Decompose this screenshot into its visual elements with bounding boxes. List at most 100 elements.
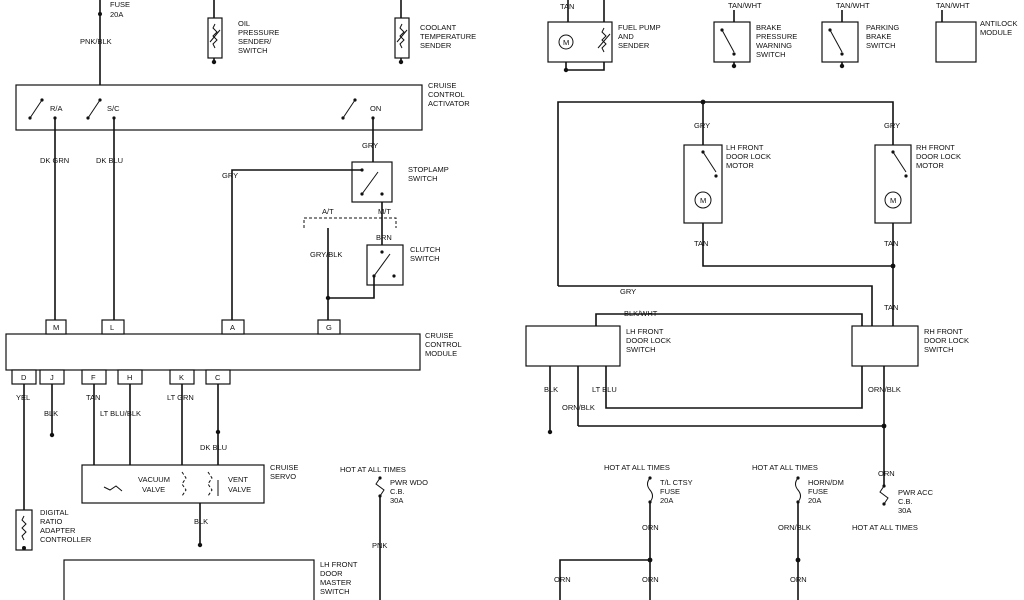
clutch-switch: CLUTCH SWITCH bbox=[366, 244, 440, 286]
stoplamp-label-2: SWITCH bbox=[408, 174, 438, 183]
servo-label-1: CRUISE bbox=[270, 463, 298, 472]
wire-label-tan-lh: TAN bbox=[694, 239, 708, 248]
lh-switch-label-3: SWITCH bbox=[626, 345, 656, 354]
fuel-pump-motor-symbol: M bbox=[563, 38, 569, 47]
cruise-control-activator: R/A S/C ON CRUISE CONTROL ACTIVATOR bbox=[15, 81, 470, 131]
master-label-3: MASTER bbox=[320, 578, 352, 587]
fp-label-3: SENDER bbox=[618, 41, 650, 50]
clutch-label-1: CLUTCH bbox=[410, 245, 440, 254]
wire-label-gry-rh: GRY bbox=[884, 121, 900, 130]
wire-label-gry-bus: GRY bbox=[620, 287, 636, 296]
activator-label-2: CONTROL bbox=[428, 90, 465, 99]
wire-label-orn-horn: ORN bbox=[790, 575, 807, 584]
pb-label-1: PARKING bbox=[866, 23, 899, 32]
rh-motor-label-2: DOOR LOCK bbox=[916, 152, 961, 161]
activator-label-1: CRUISE bbox=[428, 81, 456, 90]
tl-ctsy-label: T/L CTSY bbox=[660, 478, 693, 487]
pin-f: F bbox=[91, 373, 96, 382]
wire-label-lt-grn: LT GRN bbox=[167, 393, 194, 402]
pb-label-3: SWITCH bbox=[866, 41, 896, 50]
lh-door-lock-switch: LH FRONT DOOR LOCK SWITCH bbox=[525, 325, 671, 367]
rh-door-lock-switch: RH FRONT DOOR LOCK SWITCH bbox=[851, 325, 969, 367]
coolant-temp-sender: COOLANT TEMPERATURE SENDER bbox=[394, 0, 476, 65]
hot-label-1: HOT AT ALL TIMES bbox=[340, 465, 406, 474]
bp-label-3: WARNING bbox=[756, 41, 792, 50]
pin-g: G bbox=[326, 323, 332, 332]
drac-label-4: CONTROLLER bbox=[40, 535, 92, 544]
module-label-2: CONTROL bbox=[425, 340, 462, 349]
module-label-1: CRUISE bbox=[425, 331, 453, 340]
wire-label-blk-1: BLK bbox=[44, 409, 58, 418]
vent-label-1: VENT bbox=[228, 475, 248, 484]
pwr-acc-circuit-breaker: PWR ACC C.B. 30A HOT AT ALL TIMES bbox=[852, 484, 934, 532]
wire-label-pnk-blk: PNK/BLK bbox=[80, 37, 112, 46]
coolant-label-3: SENDER bbox=[420, 41, 452, 50]
stoplamp-switch: STOPLAMP SWITCH bbox=[351, 161, 449, 203]
pin-j: J bbox=[50, 373, 54, 382]
pwr-wdo-circuit-breaker: HOT AT ALL TIMES PWR WDO C.B. 30A bbox=[340, 465, 428, 505]
lh-motor-label-2: DOOR LOCK bbox=[726, 152, 771, 161]
pin-l: L bbox=[110, 323, 114, 332]
fp-label-1: FUEL PUMP bbox=[618, 23, 661, 32]
tl-ctsy-rating: 20A bbox=[660, 496, 673, 505]
wire-label-pnk: PNK bbox=[372, 541, 387, 550]
vent-label-2: VALVE bbox=[228, 485, 251, 494]
oil-label-1: OIL bbox=[238, 19, 250, 28]
lh-motor-symbol: M bbox=[700, 196, 706, 205]
label-at: A/T bbox=[322, 207, 334, 216]
wire-label-blk-wht: BLK/WHT bbox=[624, 309, 658, 318]
wire-label-tan-wht-1: TAN/WHT bbox=[728, 1, 762, 10]
activator-sc: S/C bbox=[107, 104, 120, 113]
lh-switch-label-1: LH FRONT bbox=[626, 327, 664, 336]
antilock-module: TAN/WHT ANTILOCK MODULE bbox=[935, 1, 1018, 63]
pin-c: C bbox=[215, 373, 221, 382]
drac-label-1: DIGITAL bbox=[40, 508, 69, 517]
hot-label-4: HOT AT ALL TIMES bbox=[852, 523, 918, 532]
oil-label-3: SENDER/ bbox=[238, 37, 272, 46]
lh-switch-label-2: DOOR LOCK bbox=[626, 336, 671, 345]
wire-label-dk-grn: DK GRN bbox=[40, 156, 69, 165]
clutch-label-2: SWITCH bbox=[410, 254, 440, 263]
lh-motor-label-1: LH FRONT bbox=[726, 143, 764, 152]
wire-label-tan-1: TAN bbox=[86, 393, 100, 402]
pwr-acc-rating: 30A bbox=[898, 506, 911, 515]
top-fuse: FUSE 20A bbox=[98, 0, 130, 19]
wire-label-yel: YEL bbox=[16, 393, 30, 402]
wire-label-orn-acc: ORN bbox=[878, 469, 895, 478]
wire-label-gry-blk: GRY/BLK bbox=[310, 250, 342, 259]
wire-label-orn-ctsy: ORN bbox=[642, 523, 659, 532]
master-label-2: DOOR bbox=[320, 569, 343, 578]
vacuum-label-2: VALVE bbox=[142, 485, 165, 494]
module-label-3: MODULE bbox=[425, 349, 457, 358]
cruise-control-module: M L A G D J F H K C CRUISE CONTROL MODUL… bbox=[5, 319, 462, 385]
wire-label-blk-lhsw: BLK bbox=[544, 385, 558, 394]
bp-label-1: BRAKE bbox=[756, 23, 781, 32]
top-fuse-label: FUSE bbox=[110, 0, 130, 9]
wire-label-orn-blk-lh: ORN/BLK bbox=[562, 403, 595, 412]
wire-label-orn-left: ORN bbox=[554, 575, 571, 584]
wire-label-dk-blu-2: DK BLU bbox=[200, 443, 227, 452]
brake-pressure-warning-switch: TAN/WHT BRAKE PRESSURE WARNING SWITCH bbox=[713, 1, 797, 69]
parking-brake-switch: TAN/WHT PARKING BRAKE SWITCH bbox=[821, 1, 899, 69]
wire-label-gry-lh: GRY bbox=[694, 121, 710, 130]
horn-dm-fuse: HOT AT ALL TIMES HORN/DM FUSE 20A bbox=[752, 463, 844, 505]
digital-ratio-adapter-controller: DIGITAL RATIO ADAPTER CONTROLLER bbox=[15, 508, 92, 551]
wire-label-tan-wht-3: TAN/WHT bbox=[936, 1, 970, 10]
rh-door-lock-motor: M RH FRONT DOOR LOCK MOTOR bbox=[874, 143, 961, 224]
oil-label-4: SWITCH bbox=[238, 46, 268, 55]
wire-label-tan-rh: TAN bbox=[884, 239, 898, 248]
drac-label-2: RATIO bbox=[40, 517, 63, 526]
pwr-acc-cb: C.B. bbox=[898, 497, 913, 506]
lh-door-master-switch: LH FRONT DOOR MASTER SWITCH bbox=[63, 559, 358, 600]
horn-dm-fuse-label: FUSE bbox=[808, 487, 828, 496]
servo-label-2: SERVO bbox=[270, 472, 296, 481]
tl-ctsy-fuse-label: FUSE bbox=[660, 487, 680, 496]
oil-label-2: PRESSURE bbox=[238, 28, 279, 37]
wire-label-blk-2: BLK bbox=[194, 517, 208, 526]
activator-on: ON bbox=[370, 104, 381, 113]
pwr-acc-label: PWR ACC bbox=[898, 488, 934, 497]
wire-label-tan-fp: TAN bbox=[560, 2, 574, 11]
oil-pressure-sender: OIL PRESSURE SENDER/ SWITCH bbox=[207, 0, 279, 65]
